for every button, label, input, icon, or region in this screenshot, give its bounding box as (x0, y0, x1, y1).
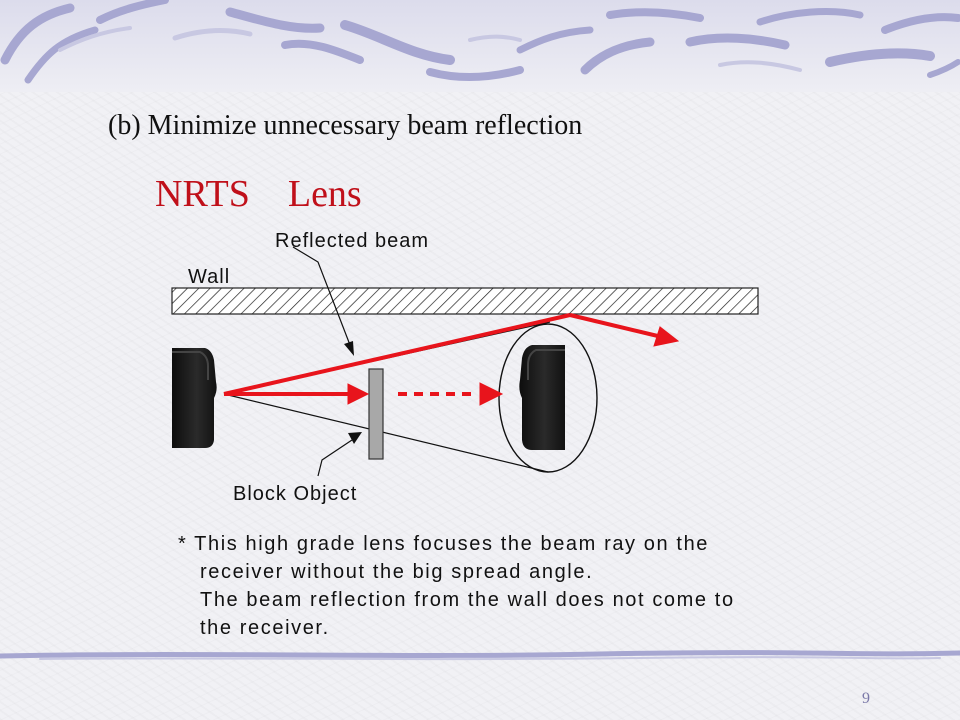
wall-label: Wall (188, 266, 230, 288)
reflected-beam-path (223, 313, 680, 396)
block-object (368, 368, 384, 460)
decorative-header-banner (0, 0, 960, 92)
wall (171, 287, 759, 315)
block-object-pointer (317, 432, 362, 477)
receiver-sensor (519, 345, 565, 450)
note-line: receiver without the big spread angle. (200, 561, 594, 583)
slide-subtitle: (b) Minimize unnecessary beam reflection (108, 110, 583, 141)
lens-description-note: * This high grade lens focuses the beam … (178, 530, 818, 642)
blocked-beam-dashed (398, 382, 504, 406)
note-line: * This high grade lens focuses the beam … (178, 533, 710, 555)
beam-cone-lower (223, 393, 549, 473)
decorative-footer-rule (0, 646, 960, 664)
reflected-beam-label: Reflected beam (275, 230, 429, 252)
direct-beam-arrow (224, 383, 370, 405)
note-line: the receiver. (200, 617, 330, 639)
note-line: The beam reflection from the wall does n… (200, 589, 735, 611)
reflected-beam-pointer (292, 246, 354, 356)
block-object-label: Block Object (233, 483, 357, 505)
page-number: 9 (862, 690, 870, 707)
slide-title: NRTS Lens (155, 173, 362, 215)
transmitter-sensor (172, 348, 217, 448)
